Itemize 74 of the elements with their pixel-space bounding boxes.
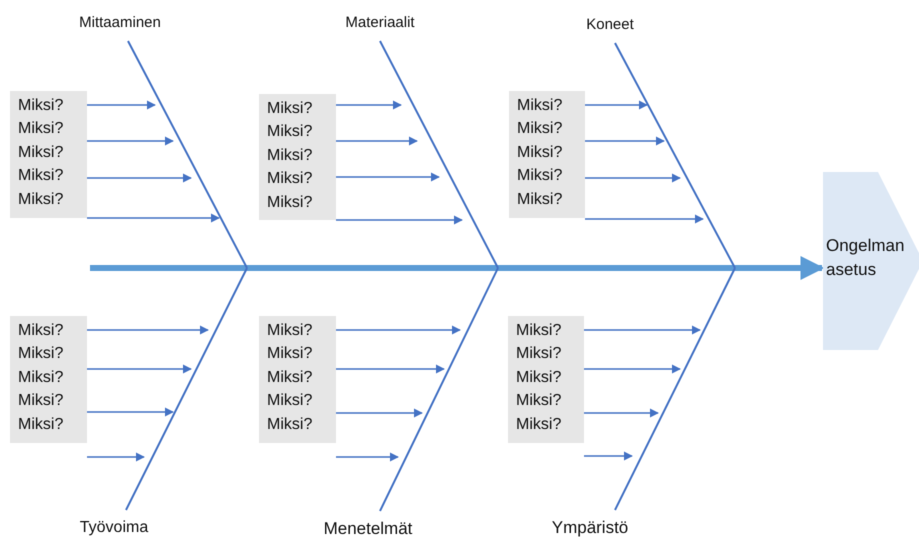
cause-arrow xyxy=(87,326,209,334)
cause-arrow xyxy=(87,408,174,416)
why-question: Miksi? xyxy=(267,192,312,213)
bone-line xyxy=(614,268,736,510)
cause-arrow xyxy=(585,136,665,146)
cause-arrow xyxy=(336,216,463,224)
why-question: Miksi? xyxy=(18,368,64,388)
cause-arrow xyxy=(584,364,681,374)
question-box xyxy=(508,316,584,443)
cause-arrow xyxy=(584,408,659,418)
bone-line xyxy=(614,42,736,268)
why-question: Miksi? xyxy=(267,414,312,435)
category-label: Ympäristö xyxy=(552,518,628,538)
why-question: Miksi? xyxy=(18,96,64,116)
why-question: Miksi? xyxy=(267,391,312,412)
cause-arrow xyxy=(87,174,192,182)
cause-arrow xyxy=(336,364,445,374)
category-label: Mittaaminen xyxy=(79,14,161,30)
why-question: Miksi? xyxy=(18,414,64,435)
cause-arrow xyxy=(585,214,704,224)
why-question: Miksi? xyxy=(517,190,562,210)
cause-arrow xyxy=(336,136,418,146)
cause-arrow xyxy=(336,326,461,334)
cause-arrow xyxy=(87,452,145,462)
cause-arrow xyxy=(336,452,399,462)
why-question: Miksi? xyxy=(267,99,312,119)
bone-line xyxy=(125,268,248,510)
cause-arrow xyxy=(87,214,220,222)
bone-line xyxy=(127,40,248,268)
cause-arrow xyxy=(336,100,402,110)
cause-arrow xyxy=(584,326,701,334)
cause-arrow xyxy=(87,100,156,110)
cause-arrow xyxy=(336,172,440,182)
why-question: Miksi? xyxy=(267,368,312,388)
spine-arrow xyxy=(90,256,824,280)
why-question: Miksi? xyxy=(18,166,64,186)
bone-line xyxy=(379,268,499,512)
category-label: Menetelmät xyxy=(324,518,412,538)
why-question: Miksi? xyxy=(517,96,562,116)
cause-arrow xyxy=(336,408,423,418)
why-question: Miksi? xyxy=(516,344,562,364)
cause-arrow xyxy=(585,100,648,110)
why-question: Miksi? xyxy=(18,190,64,210)
why-question: Miksi? xyxy=(516,368,562,388)
why-question: Miksi? xyxy=(18,344,64,364)
category-label: Työvoima xyxy=(80,519,148,537)
why-question: Miksi? xyxy=(517,166,562,186)
why-question: Miksi? xyxy=(516,321,562,341)
why-question: Miksi? xyxy=(18,119,64,140)
question-box xyxy=(10,316,87,443)
question-box xyxy=(509,91,585,218)
cause-arrow xyxy=(585,174,681,182)
why-question: Miksi? xyxy=(517,142,562,163)
why-question: Miksi? xyxy=(267,321,312,341)
cause-arrow xyxy=(87,364,192,374)
why-question: Miksi? xyxy=(267,122,312,142)
cause-arrow xyxy=(584,452,633,460)
category-label: Koneet xyxy=(586,16,634,32)
why-question: Miksi? xyxy=(18,321,64,341)
problem-text: Ongelman asetus xyxy=(826,235,906,281)
why-question: Miksi? xyxy=(267,169,312,190)
why-question: Miksi? xyxy=(18,142,64,163)
why-question: Miksi? xyxy=(267,146,312,166)
why-question: Miksi? xyxy=(267,344,312,364)
category-label: Materiaalit xyxy=(345,14,415,30)
why-question: Miksi? xyxy=(516,414,562,435)
why-question: Miksi? xyxy=(517,119,562,140)
why-question: Miksi? xyxy=(516,391,562,412)
cause-arrow xyxy=(87,136,174,146)
question-box xyxy=(259,316,336,443)
why-question: Miksi? xyxy=(18,391,64,412)
question-box xyxy=(10,91,87,218)
question-box xyxy=(259,94,336,220)
bone-line xyxy=(379,40,499,268)
